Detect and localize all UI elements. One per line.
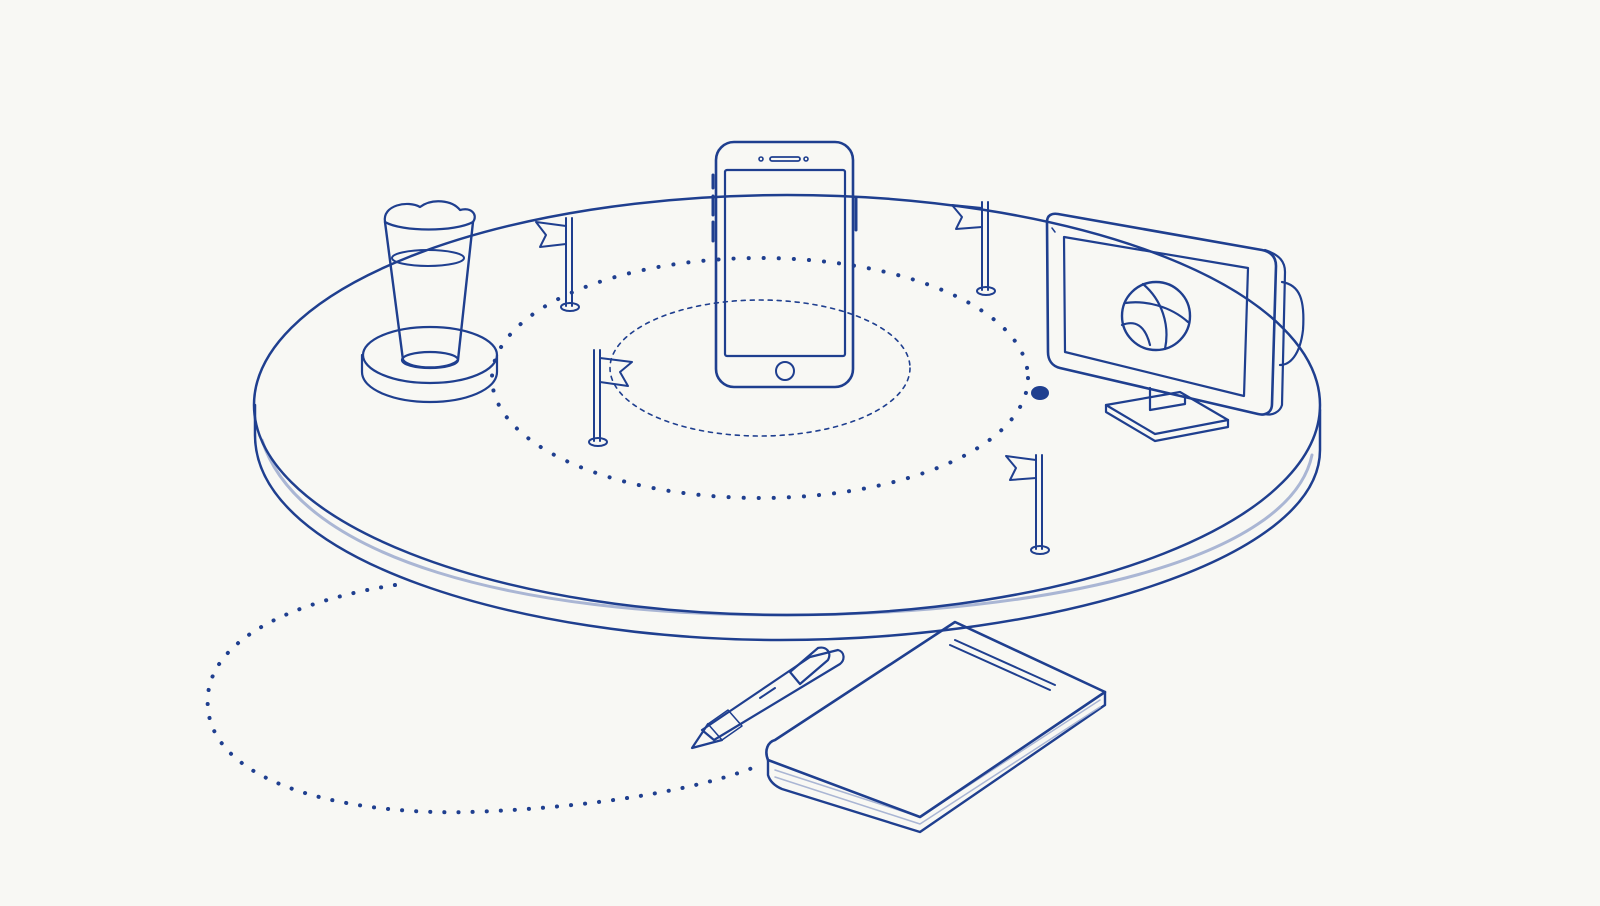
coaster-icon xyxy=(360,325,499,404)
platform-rim xyxy=(253,403,1322,642)
smartphone-icon xyxy=(711,140,858,389)
pen-icon xyxy=(690,646,845,750)
platform-rim-shade xyxy=(260,438,1314,617)
monitor-icon xyxy=(1045,212,1305,443)
notebook-icon xyxy=(765,620,1107,834)
flag-icon xyxy=(951,201,996,296)
location-marker-icon xyxy=(1031,386,1049,400)
outer-orbit xyxy=(490,256,1030,500)
beer-glass-icon xyxy=(383,200,476,370)
platform-top xyxy=(252,193,1322,617)
globe-icon xyxy=(1120,280,1192,352)
inner-orbit xyxy=(609,299,911,437)
flag-icon xyxy=(1005,454,1050,555)
flag-icon xyxy=(535,217,580,312)
flag-icon xyxy=(588,349,633,447)
ground-dotted-path xyxy=(205,583,762,815)
